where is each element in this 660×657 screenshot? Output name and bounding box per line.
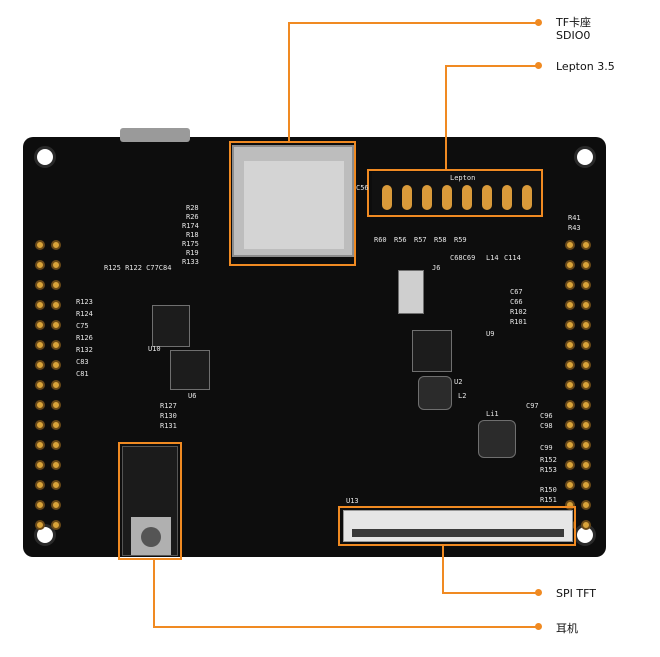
silk-u6: U6	[188, 392, 197, 400]
silk-l2: L2	[458, 392, 467, 400]
silk-misc-ref: C56	[356, 184, 369, 192]
silk-right-bottom-ref: C99	[540, 444, 553, 452]
silk-u10: U10	[148, 345, 161, 353]
inductor-l2	[418, 376, 452, 410]
silk-left-ref: R126	[76, 334, 93, 342]
spi-tft-highlight	[338, 506, 576, 546]
silk-top-ref: R133	[182, 258, 199, 266]
callout-earphone: 耳机	[556, 622, 578, 635]
spi-tft-connector	[343, 510, 573, 542]
silk-right-bottom-ref: R152	[540, 456, 557, 464]
mounting-hole	[34, 146, 56, 168]
silk-u9: U9	[486, 330, 495, 338]
silk-left-ref: R125 R122 C77C84	[104, 264, 172, 272]
headphone-highlight	[118, 442, 182, 560]
callout-tf-sub: SDIO0	[556, 29, 591, 42]
callout-spi-tft: SPI TFT	[556, 587, 596, 600]
silk-u2: U2	[454, 378, 463, 386]
silk-top-ref: R174	[182, 222, 199, 230]
callout-line-spi	[442, 545, 444, 593]
tf-card-highlight	[229, 141, 356, 266]
silk-right-ref: C66	[510, 298, 523, 306]
silk-left-ref: C81	[76, 370, 89, 378]
mounting-hole	[574, 146, 596, 168]
silk-right-ref: C67	[510, 288, 523, 296]
silk-bottom-ref: R127	[160, 402, 177, 410]
lepton-connector: Lepton	[372, 172, 540, 214]
silk-misc-ref: R57	[414, 236, 427, 244]
callout-line-lepton	[445, 65, 447, 170]
headphone-jack	[122, 446, 178, 556]
callout-line-tf	[288, 22, 290, 142]
silk-misc-ref: C68C69	[450, 254, 476, 262]
callout-dot-spi	[535, 589, 542, 596]
callout-line-earphone	[153, 560, 155, 628]
callout-line-spi	[442, 592, 536, 594]
silk-bottom-ref: R130	[160, 412, 177, 420]
tf-card-slot	[232, 145, 354, 257]
silk-bottom-ref: R131	[160, 422, 177, 430]
silk-misc-ref: R58	[434, 236, 447, 244]
silk-right-bottom-ref: R150	[540, 486, 557, 494]
callout-line-lepton	[445, 65, 536, 67]
callout-line-tf	[288, 22, 536, 24]
silk-top-ref: R26	[186, 213, 199, 221]
silk-top-ref: R19	[186, 249, 199, 257]
silk-left-ref: R124	[76, 310, 93, 318]
left-pin-header	[35, 240, 61, 530]
silk-misc-ref: C114	[504, 254, 521, 262]
callout-dot-earphone	[535, 623, 542, 630]
silk-left-ref: C83	[76, 358, 89, 366]
silk-top-ref: R18	[186, 231, 199, 239]
silk-misc-ref: R56	[394, 236, 407, 244]
chip-u9	[412, 330, 452, 372]
chip-u10	[152, 305, 190, 347]
silk-misc-ref: R60	[374, 236, 387, 244]
callout-line-earphone	[153, 626, 536, 628]
callout-dot-lepton	[535, 62, 542, 69]
silk-left-ref: R123	[76, 298, 93, 306]
inductor-li1	[478, 420, 516, 458]
silk-misc-ref: R43	[568, 224, 581, 232]
connector-j6	[398, 270, 424, 314]
chip-u6	[170, 350, 210, 390]
silk-li1: Li1	[486, 410, 499, 418]
silk-j6: J6	[432, 264, 441, 272]
right-pin-header	[565, 240, 591, 530]
silk-right-bottom-ref: C98	[540, 422, 553, 430]
silk-misc-ref: R59	[454, 236, 467, 244]
silk-right-ref: R101	[510, 318, 527, 326]
usb-connector	[120, 128, 190, 142]
silk-left-ref: R132	[76, 346, 93, 354]
silk-right-bottom-ref: C96	[540, 412, 553, 420]
silk-right-bottom-ref: R151	[540, 496, 557, 504]
silk-right-ref: R102	[510, 308, 527, 316]
silk-right-bottom-ref: R153	[540, 466, 557, 474]
silk-right-bottom-ref: C97	[526, 402, 539, 410]
silk-left-ref: C75	[76, 322, 89, 330]
silk-misc-ref: R41	[568, 214, 581, 222]
silk-u13: U13	[346, 497, 359, 505]
callout-dot-tf	[535, 19, 542, 26]
callout-tf-title: TF卡座	[556, 16, 592, 29]
silk-misc-ref: L14	[486, 254, 499, 262]
silk-top-ref: R175	[182, 240, 199, 248]
lepton-highlight	[367, 169, 543, 217]
silk-top-ref: R28	[186, 204, 199, 212]
lepton-silk: Lepton	[450, 174, 476, 182]
callout-lepton: Lepton 3.5	[556, 60, 615, 73]
